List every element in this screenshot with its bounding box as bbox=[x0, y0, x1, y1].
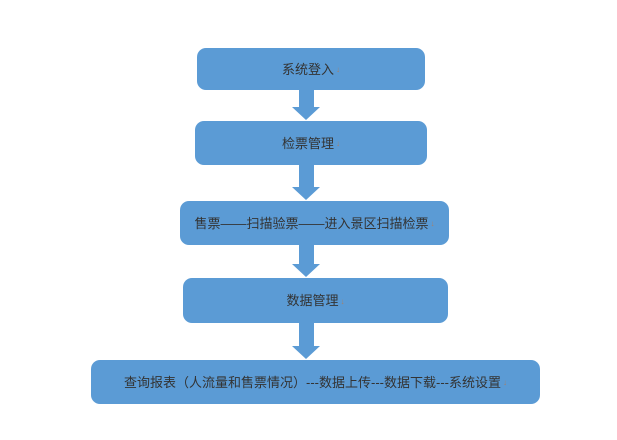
flow-node-data-mgmt: 数据管理↓ bbox=[183, 278, 448, 323]
paragraph-end-mark: ↓ bbox=[336, 139, 340, 148]
paragraph-end-mark: ↓ bbox=[340, 296, 345, 306]
flow-arrow-down bbox=[292, 90, 320, 120]
flow-node-label: 售票——扫描验票——进入景区扫描检票 bbox=[194, 215, 429, 231]
flow-node-ticket-flow: 售票——扫描验票——进入景区扫描检票↓ bbox=[180, 201, 449, 245]
flow-node-system-login: 系统登入↓ bbox=[197, 48, 425, 90]
paragraph-end-mark: ↓ bbox=[502, 378, 507, 387]
arrow-stem bbox=[298, 90, 314, 107]
flow-node-ticket-check-mgmt: 检票管理↓ bbox=[195, 121, 427, 165]
flow-node-label: 系统登入 bbox=[281, 61, 334, 77]
paragraph-end-mark: ↓ bbox=[336, 65, 340, 74]
arrow-stem bbox=[298, 323, 314, 346]
flow-arrow-down bbox=[292, 323, 320, 359]
flow-node-label: 数据管理 bbox=[286, 293, 339, 308]
arrow-head-icon bbox=[292, 107, 320, 120]
flow-arrow-down bbox=[292, 245, 320, 277]
arrow-head-icon bbox=[292, 346, 320, 359]
flow-node-label: 查询报表（人流量和售票情况）---数据上传---数据下载---系统设置 bbox=[124, 374, 501, 390]
arrow-stem bbox=[298, 165, 314, 187]
arrow-head-icon bbox=[292, 264, 320, 277]
flow-node-label: 检票管理 bbox=[281, 135, 334, 151]
arrow-head-icon bbox=[292, 187, 320, 200]
flow-arrow-down bbox=[292, 165, 320, 200]
arrow-stem bbox=[298, 245, 314, 264]
flow-node-reports-settings: 查询报表（人流量和售票情况）---数据上传---数据下载---系统设置↓ bbox=[91, 360, 540, 404]
paragraph-end-mark: ↓ bbox=[430, 219, 435, 228]
